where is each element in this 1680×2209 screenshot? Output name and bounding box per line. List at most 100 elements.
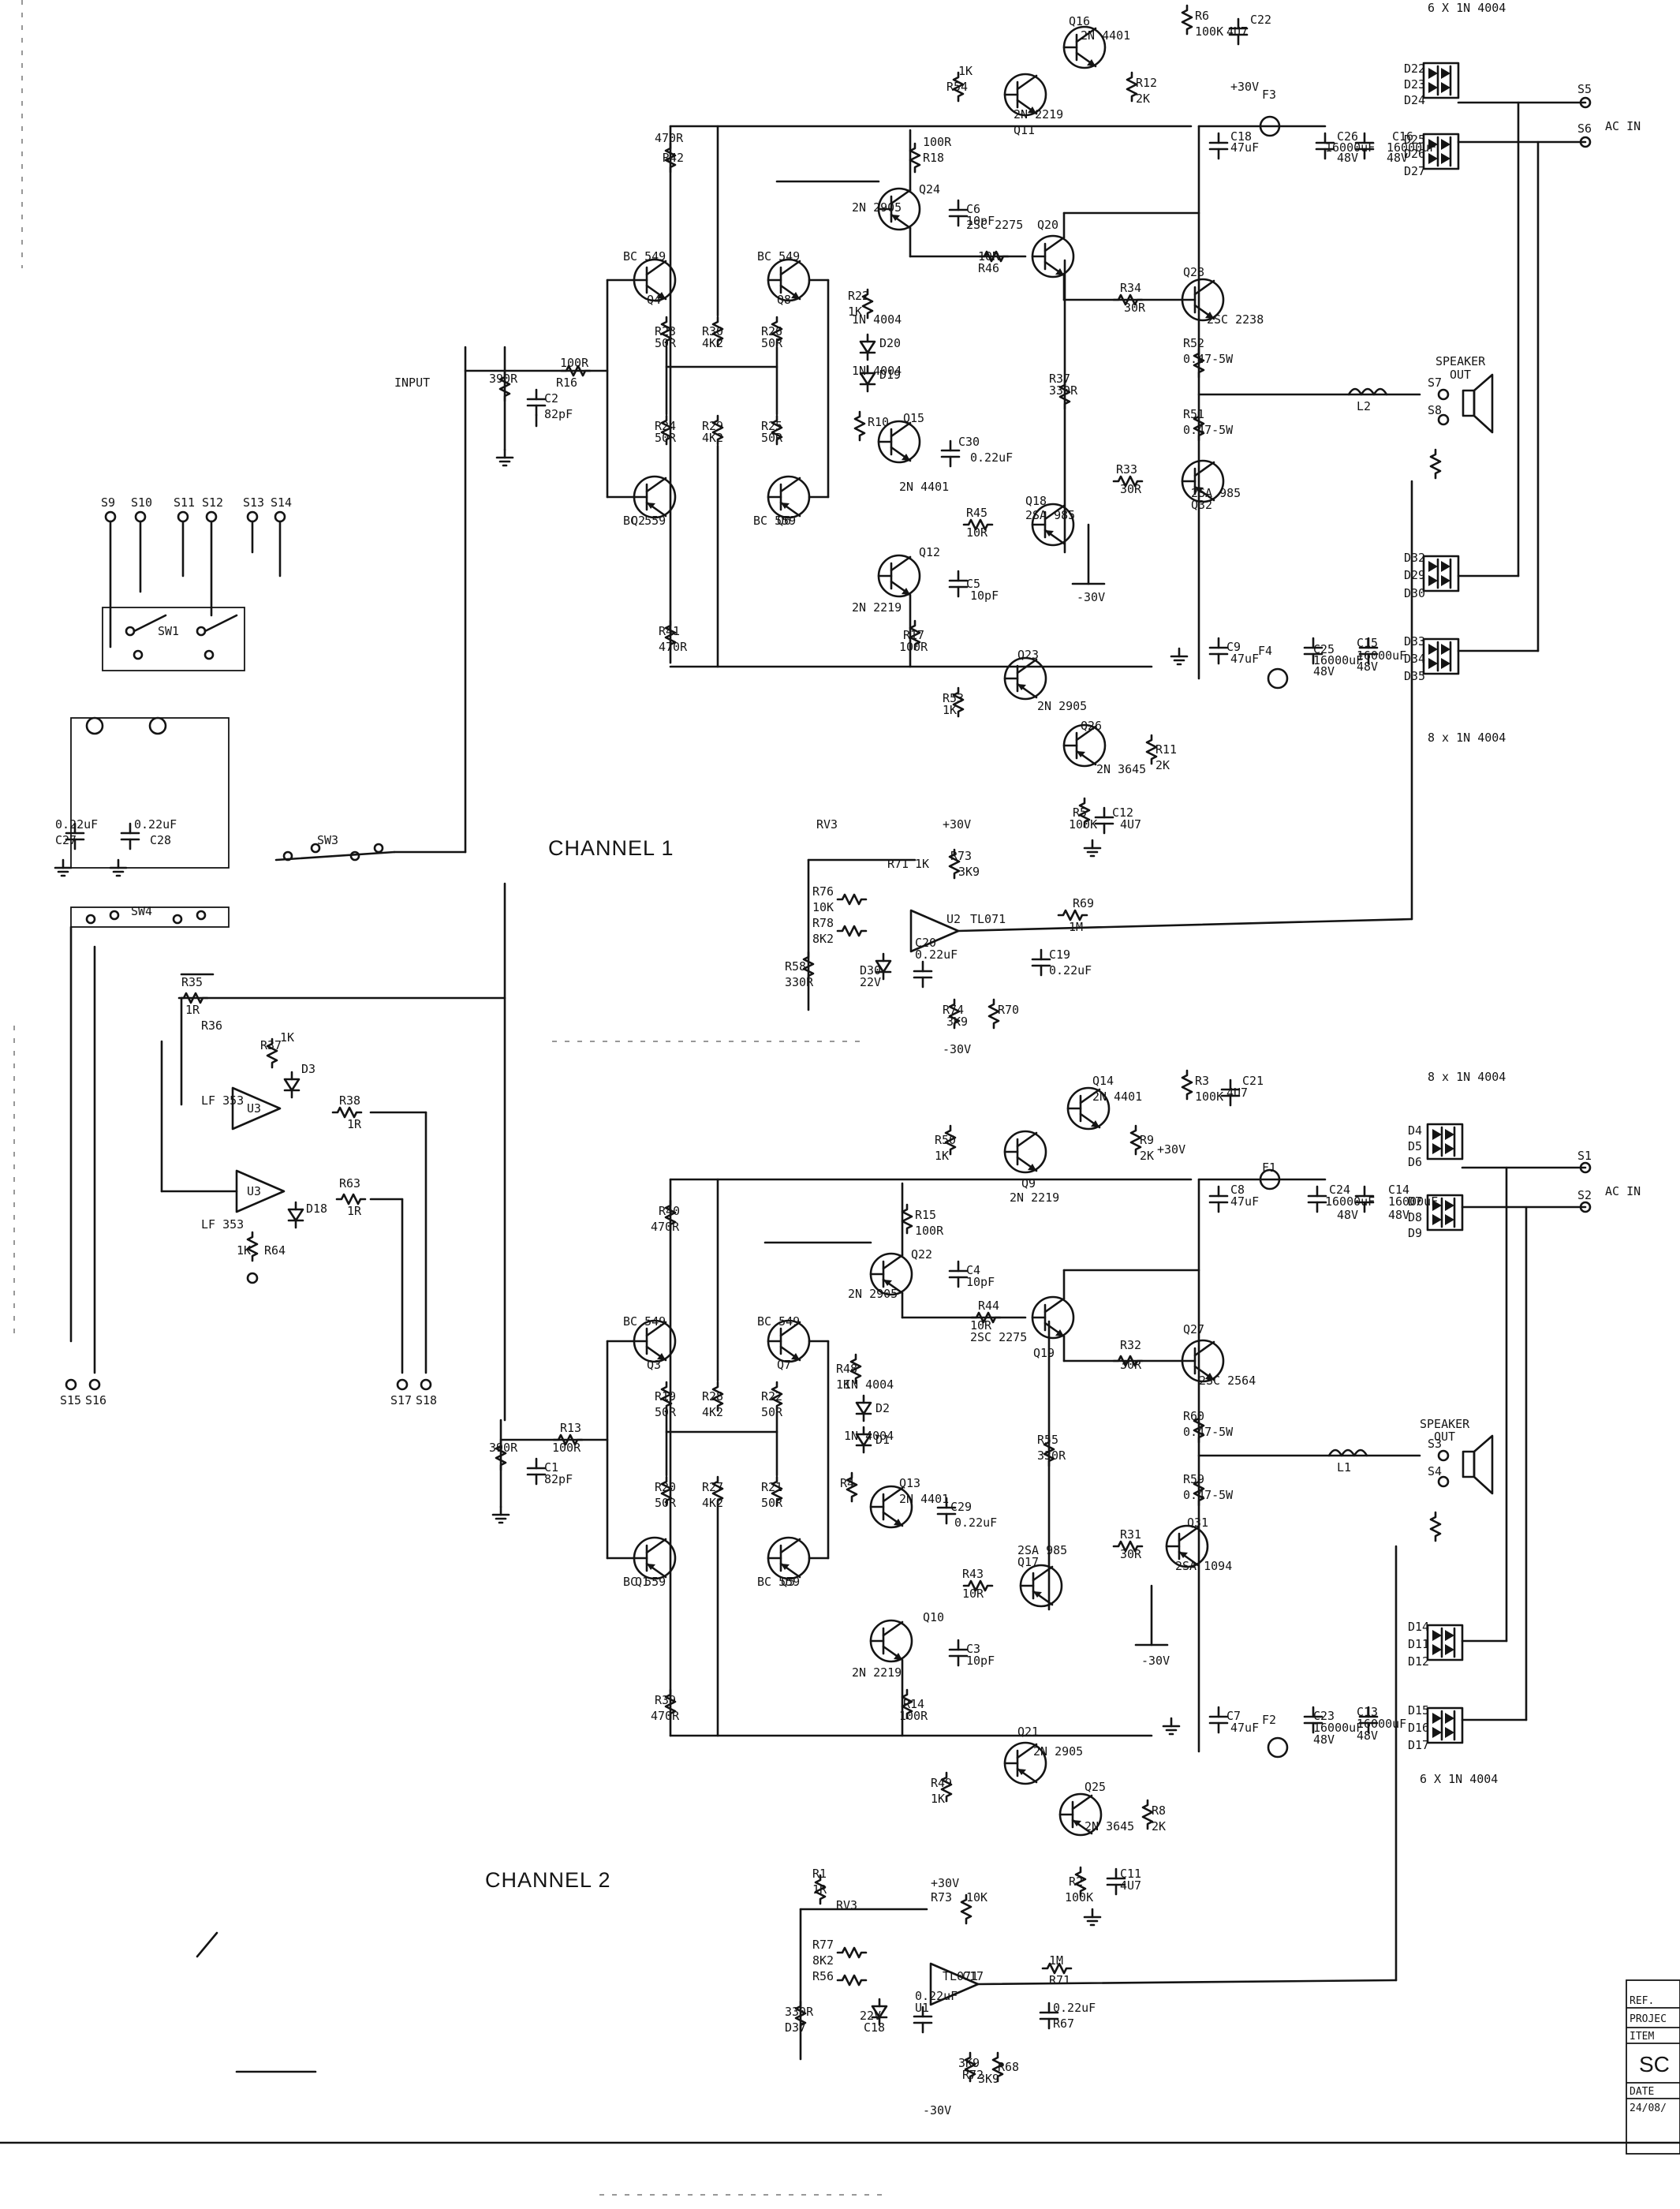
diode-label: D29 [1404,568,1425,582]
res-label: R38 [339,1093,360,1108]
resistor-label: R52 [1183,336,1204,350]
protection-label: R73 [931,1890,952,1904]
transistor-label: Q9 [1021,1176,1036,1190]
cap-label: C22 [1250,13,1271,27]
transistor-label: Q32 [1191,498,1212,512]
resistor-label: R48 [836,1362,857,1376]
protection-label: R71 [1049,1973,1070,1987]
transistor-label: 2N 2219 [1014,107,1063,121]
resistor-label: R8 [1152,1803,1166,1818]
resistor-label: R28 [702,1389,723,1404]
diode-label: 1N 4004 [852,312,902,327]
ch2-prot-pos: +30V [931,1876,959,1890]
protection-label: 1K [915,857,929,871]
protection-label: 1M [1049,1953,1063,1968]
resistor-label: R6 [1195,9,1209,23]
protection-label: R73 [950,849,972,863]
transistor-label: 2SC 2238 [1207,312,1264,327]
transistor-label: 2SC 2564 [1199,1374,1256,1388]
diode-label: D1 [875,1433,890,1447]
resistor-label: R43 [962,1567,984,1581]
protection-label: C19 [1049,948,1070,962]
protection-label: 1M [1069,920,1083,934]
cap-label: 16000uF [1313,1721,1363,1735]
resistor-label: 330R [1049,383,1078,398]
terminal-label: S8 [1428,403,1442,417]
cap-label: C15 [1357,636,1378,650]
resistor-label: 50R [655,336,677,350]
res-label: 1K [237,1243,251,1258]
ch2-neg-supply: -30V [1141,1654,1170,1668]
switch-label: SW1 [158,624,179,638]
cap-label: 16000uF [1387,140,1436,155]
terminal-label: S18 [416,1393,437,1407]
title-block-date-label: DATE [1630,2086,1654,2098]
cap-label: 48V [1387,151,1408,165]
transistor-label: Q27 [1183,1322,1204,1336]
transistor-label: Q15 [903,411,924,425]
cap-label: C7 [1226,1709,1241,1723]
resistor-label: R32 [1120,1338,1141,1352]
cap-label: 10pF [966,1654,995,1668]
protection-label: 330R [785,2005,814,2019]
resistor-label: 470R [659,640,688,654]
res-label: R35 [181,975,203,989]
schematic-labels: CHANNEL 1 CHANNEL 2 INPUT AC IN AC IN SP… [55,1,1680,2155]
cap-label: 10pF [966,1275,995,1289]
diode-label: D30 [1404,586,1425,600]
resistor-label: R51 [1183,407,1204,421]
resistor-label: R29 [702,419,723,433]
channel-1-label: CHANNEL 1 [548,836,674,860]
protection-label: R71 [887,857,909,871]
protection-label: R70 [998,1003,1019,1017]
transistor-label: 2SC 2275 [970,1330,1027,1344]
cap-label: 10pF [970,589,999,603]
transistor-label: BC 559 [757,1575,800,1589]
resistor-label: R25 [761,419,782,433]
title-block-item: ITEM [1630,2031,1654,2043]
resistor-label: 330R [1037,1448,1066,1463]
resistor-label: 4K2 [702,1496,723,1510]
input-switching-section [54,510,506,1422]
diode-label: D4 [1408,1123,1422,1138]
protection-label: 8K2 [812,932,834,946]
diode-label: D3 [301,1062,315,1076]
terminal-label: S2 [1577,1188,1592,1202]
diode-label: D35 [1404,669,1425,683]
resistor-label: 100R [560,356,589,370]
resistor-label: 100K [1069,817,1097,832]
protection-label: R74 [943,1003,964,1017]
ch1-prot-pos: +30V [943,817,971,832]
resistor-label: R40 [659,1204,680,1218]
resistor-label: 4K2 [702,336,723,350]
diode-label: D25 [1404,133,1425,147]
resistor-label: 1K [836,1377,850,1392]
terminal-label: S4 [1428,1464,1442,1478]
protection-label: 3K9 [958,2056,980,2070]
protection-label: U2 [946,912,961,926]
resistor-label: 100R [899,1709,928,1723]
terminal-label: S14 [271,495,292,510]
resistor-label: R45 [966,506,987,520]
resistor-label: 0.47-5W [1183,352,1234,366]
cap-label: C27 [55,833,77,847]
res-label: 1R [347,1117,362,1131]
terminal-label: S15 [60,1393,81,1407]
transistor-label: Q3 [647,1358,661,1372]
diode-label: D20 [879,336,901,350]
ch2-pos-supply: +30V [1157,1142,1185,1157]
transistor-label: 2SA 985 [1025,508,1075,522]
cap-label: C28 [150,833,171,847]
channel-2-label: CHANNEL 2 [485,1868,611,1892]
inductor-label: L2 [1357,399,1371,413]
resistor-label: 390R [489,372,518,386]
resistor-label: R41 [659,624,680,638]
cap-label: C3 [966,1642,980,1656]
ch1-pos-supply: +30V [1230,80,1259,94]
ac-in-label-ch2: AC IN [1605,1184,1641,1198]
protection-label: 0.22uF [1049,963,1092,977]
protection-label: R72 [962,2068,984,2082]
resistor-label: R59 [1183,1472,1204,1486]
cap-label: 0.22uF [55,817,98,832]
